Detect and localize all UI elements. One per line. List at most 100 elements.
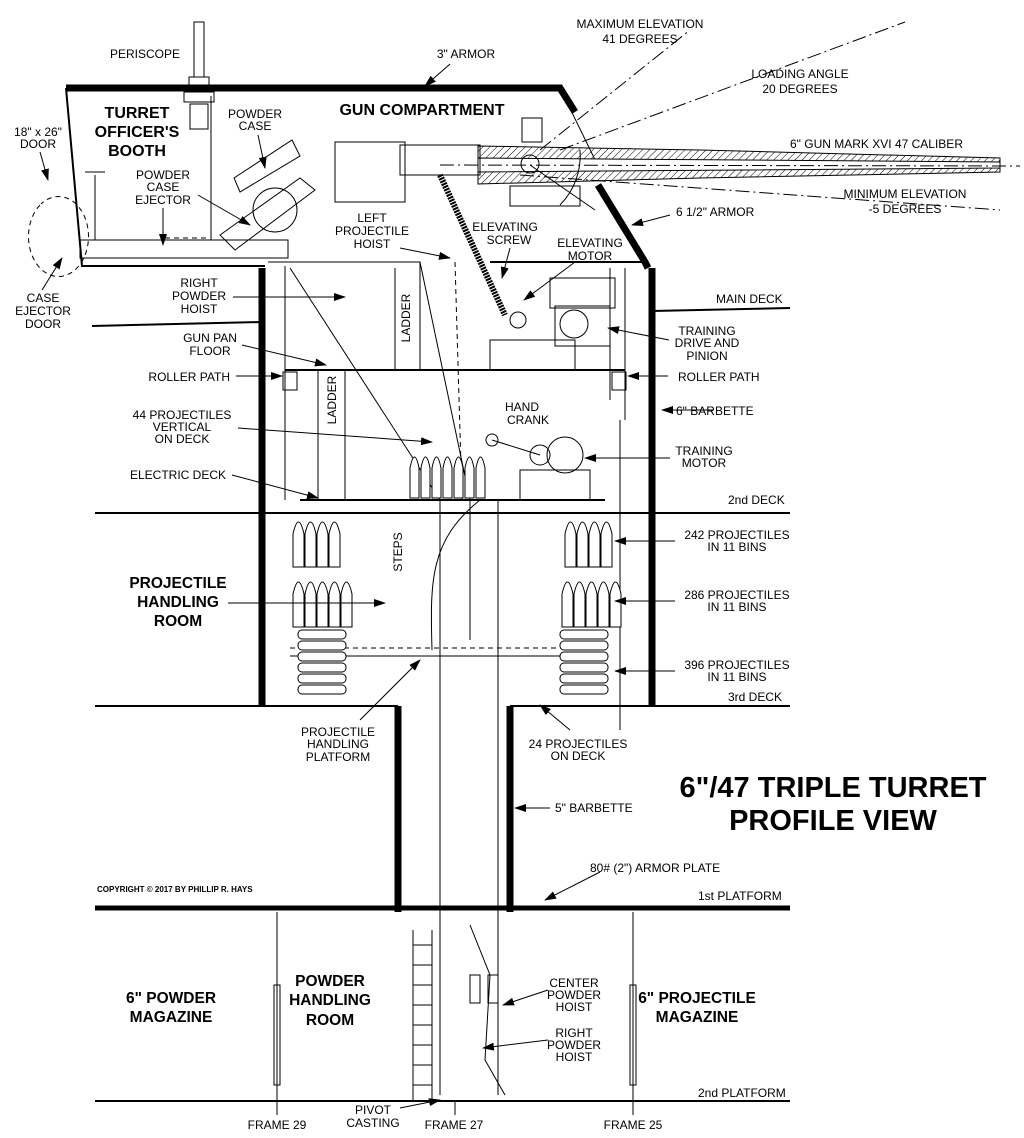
label-2nd-platform: 2nd PLATFORM	[698, 1086, 786, 1100]
label-case-ejector-door: CASE EJECTOR DOOR	[15, 291, 71, 331]
projectile-icon	[564, 521, 577, 568]
label-line: VERTICAL	[153, 420, 212, 434]
label-line: HANDLING	[307, 737, 369, 751]
label-line: TURRET	[105, 105, 170, 122]
label-line: 20 DEGREES	[762, 82, 837, 96]
label-line: IN 11 BINS	[707, 600, 766, 614]
label-min-elevation: MINIMUM ELEVATION -5 DEGREES	[844, 187, 967, 216]
training-motor	[282, 371, 627, 501]
label-line: POWDER	[228, 107, 282, 121]
label-line: MAGAZINE	[130, 1009, 213, 1026]
label-line: PINION	[686, 349, 727, 363]
label-line: LEFT	[357, 211, 387, 225]
label-line: CASTING	[346, 1116, 399, 1130]
label-line: ELEVATING	[557, 236, 623, 250]
projectile-icon	[585, 581, 598, 628]
label-line: 396 PROJECTILES	[684, 658, 789, 672]
projectile-icon	[340, 581, 353, 628]
barbettes	[258, 266, 656, 912]
powder-case-mechanism	[27, 139, 316, 277]
projectile-bin-icon	[297, 640, 347, 651]
label-line: HOIST	[556, 1050, 593, 1064]
label-44-projectiles: 44 PROJECTILES VERTICAL ON DECK	[133, 408, 232, 446]
label-line: 18" x 26"	[14, 125, 62, 139]
label-projectile-handling-platform: PROJECTILE HANDLING PLATFORM	[301, 725, 375, 764]
projectile-icon	[304, 521, 317, 568]
label-24-projectiles: 24 PROJECTILES ON DECK	[529, 737, 628, 763]
periscope	[183, 21, 215, 130]
label-line: 242 PROJECTILES	[684, 528, 789, 542]
projectile-icon	[328, 581, 341, 628]
label-line: PIVOT	[355, 1103, 392, 1117]
projectile-icon	[292, 521, 305, 568]
label-3in-armor: 3" ARMOR	[437, 47, 496, 61]
label-ladder-upper: LADDER	[399, 293, 413, 342]
projectile-icon	[316, 521, 329, 568]
label-line: DOOR	[20, 137, 56, 151]
projectile-icon	[464, 456, 475, 499]
label-projectile-magazine: 6" PROJECTILE MAGAZINE	[638, 990, 756, 1026]
label-steps: STEPS	[391, 532, 405, 571]
label-line: CASE	[239, 119, 272, 133]
label-line: ELEVATING	[472, 220, 538, 234]
projectile-stacks	[292, 456, 622, 695]
label-powder-handling-room: POWDER HANDLING ROOM	[289, 973, 371, 1029]
projectile-icon	[453, 456, 464, 499]
label-powder-case: POWDER CASE	[228, 107, 282, 133]
projectile-icon	[597, 581, 610, 628]
label-line: PROJECTILE	[335, 224, 409, 238]
label-line: EJECTOR	[135, 193, 191, 207]
label-left-projectile-hoist: LEFT PROJECTILE HOIST	[335, 211, 409, 251]
diagram-title: 6"/47 TRIPLE TURRET PROFILE VIEW	[679, 772, 986, 837]
label-242-projectiles: 242 PROJECTILES IN 11 BINS	[684, 528, 789, 554]
label-max-elevation: MAXIMUM ELEVATION 41 DEGREES	[577, 17, 704, 46]
label-3rd-deck: 3rd DECK	[728, 690, 782, 704]
label-line: 286 PROJECTILES	[684, 588, 789, 602]
label-line: HANDLING	[289, 992, 371, 1009]
label-line: HOIST	[181, 302, 218, 316]
projectile-bin-icon	[559, 629, 609, 640]
label-roller-path-left: ROLLER PATH	[148, 370, 230, 384]
title-line: PROFILE VIEW	[729, 805, 937, 837]
elevating-gear	[437, 173, 626, 420]
label-armor-plate: 80# (2") ARMOR PLATE	[590, 861, 720, 875]
projectile-bin-icon	[297, 651, 347, 662]
copyright: COPYRIGHT © 2017 BY PHILLIP R. HAYS	[97, 885, 253, 894]
label-line: TRAINING	[678, 324, 735, 338]
label-line: ROOM	[154, 613, 202, 630]
label-line: LOADING ANGLE	[751, 67, 848, 81]
label-line: ROOM	[306, 1012, 354, 1029]
label-turret-officers-booth: TURRET OFFICER'S BOOTH	[95, 105, 180, 160]
label-elevating-screw: ELEVATING SCREW	[472, 220, 538, 247]
label-line: BOOTH	[108, 143, 166, 160]
label-6in-barbette: 6" BARBETTE	[676, 404, 754, 418]
label-line: POWDER	[547, 1038, 601, 1052]
projectile-icon	[431, 456, 442, 499]
label-line: 6" PROJECTILE	[638, 990, 756, 1007]
label-1st-platform: 1st PLATFORM	[698, 889, 782, 903]
projectile-icon	[600, 521, 613, 568]
frame-lines	[273, 912, 637, 1115]
label-line: POWDER	[172, 289, 226, 303]
projectile-icon	[420, 456, 431, 499]
label-elevating-motor: ELEVATING MOTOR	[557, 236, 623, 263]
label-line: MAXIMUM ELEVATION	[577, 17, 704, 31]
projectile-bin-icon	[559, 684, 609, 695]
label-ladder-lower: LADDER	[325, 375, 339, 424]
projectile-icon	[292, 581, 305, 628]
label-line: 6" POWDER	[126, 990, 216, 1007]
label-door: 18" x 26" DOOR	[14, 125, 62, 151]
label-line: OFFICER'S	[95, 124, 180, 141]
label-periscope: PERISCOPE	[110, 47, 180, 61]
label-line: PROJECTILE	[301, 725, 375, 739]
label-line: PLATFORM	[306, 750, 370, 764]
label-5in-barbette: 5" BARBETTE	[555, 801, 633, 815]
projectile-icon	[328, 521, 341, 568]
projectile-icon	[588, 521, 601, 568]
label-roller-path-right: ROLLER PATH	[678, 370, 760, 384]
label-line: MOTOR	[568, 249, 613, 263]
label-line: HOIST	[354, 237, 391, 251]
title-line: 6"/47 TRIPLE TURRET	[679, 772, 986, 804]
